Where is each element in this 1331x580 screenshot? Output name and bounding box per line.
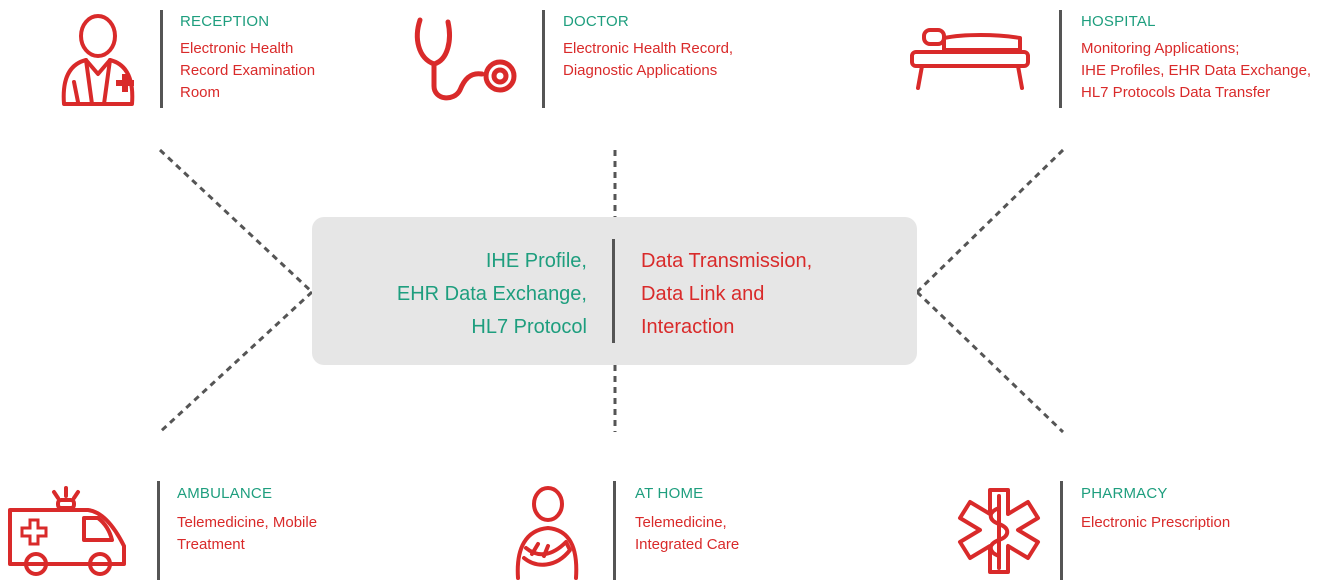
pharmacy-title: PHARMACY	[1081, 485, 1168, 502]
at-home-line: Telemedicine,	[635, 514, 727, 531]
hub-divider	[612, 239, 615, 343]
ambulance-line: Telemedicine, Mobile	[177, 514, 318, 531]
ambulance-line: Treatment	[177, 536, 245, 553]
at-home-title: AT HOME	[635, 485, 704, 502]
doctor-divider	[542, 10, 545, 108]
patient-sling-icon	[515, 486, 579, 580]
doctor-person-icon	[61, 14, 135, 106]
connector-hospital	[915, 148, 1065, 294]
hub-right-line: Data Link and	[641, 283, 765, 305]
hospital-line: IHE Profiles, EHR Data Exchange,	[1081, 62, 1312, 79]
doctor-description: Electronic Health Record, Diagnostic App…	[563, 38, 733, 82]
reception-description: Electronic Health Record Examination Roo…	[180, 38, 315, 104]
stethoscope-icon	[414, 17, 517, 101]
hub-left-line: IHE Profile,	[485, 250, 587, 272]
connector-reception	[158, 148, 314, 294]
connector-ambulance	[158, 290, 314, 434]
hospital-description: Monitoring Applications; IHE Profiles, E…	[1081, 38, 1311, 104]
ambulance-divider	[157, 481, 160, 580]
doctor-line: Electronic Health Record,	[563, 40, 734, 57]
doctor-line: Diagnostic Applications	[563, 62, 718, 79]
connector-pharmacy	[915, 290, 1065, 434]
hub-left-text: IHE Profile, EHR Data Exchange, HL7 Prot…	[397, 245, 587, 344]
at-home-description: Telemedicine, Integrated Care	[635, 512, 739, 556]
hospital-line: HL7 Protocols Data Transfer	[1081, 84, 1271, 101]
integration-hub: IHE Profile, EHR Data Exchange, HL7 Prot…	[312, 217, 917, 365]
ambulance-description: Telemedicine, Mobile Treatment	[177, 512, 317, 556]
pharmacy-line: Electronic Prescription	[1081, 514, 1231, 531]
hospital-divider	[1059, 10, 1062, 108]
reception-line: Record Examination	[180, 62, 316, 79]
hub-left-line: EHR Data Exchange,	[396, 283, 587, 305]
at-home-line: Integrated Care	[635, 536, 740, 553]
reception-divider	[160, 10, 163, 108]
doctor-title: DOCTOR	[563, 13, 629, 30]
ambulance-title: AMBULANCE	[177, 485, 273, 502]
reception-line: Room	[180, 84, 221, 101]
hub-right-line: Data Transmission,	[641, 250, 813, 272]
reception-title: RECEPTION	[180, 13, 270, 30]
hospital-title: HOSPITAL	[1081, 13, 1156, 30]
hub-right-text: Data Transmission, Data Link and Interac…	[641, 245, 812, 344]
hub-right-line: Interaction	[641, 316, 735, 338]
hub-left-line: HL7 Protocol	[471, 316, 587, 338]
at-home-divider	[613, 481, 616, 580]
hospital-line: Monitoring Applications;	[1081, 40, 1240, 57]
pharmacy-divider	[1060, 481, 1063, 580]
ambulance-icon	[8, 486, 126, 576]
reception-line: Electronic Health	[180, 40, 294, 57]
star-of-life-icon	[958, 488, 1040, 574]
hospital-bed-icon	[910, 28, 1030, 90]
pharmacy-description: Electronic Prescription	[1081, 512, 1230, 534]
